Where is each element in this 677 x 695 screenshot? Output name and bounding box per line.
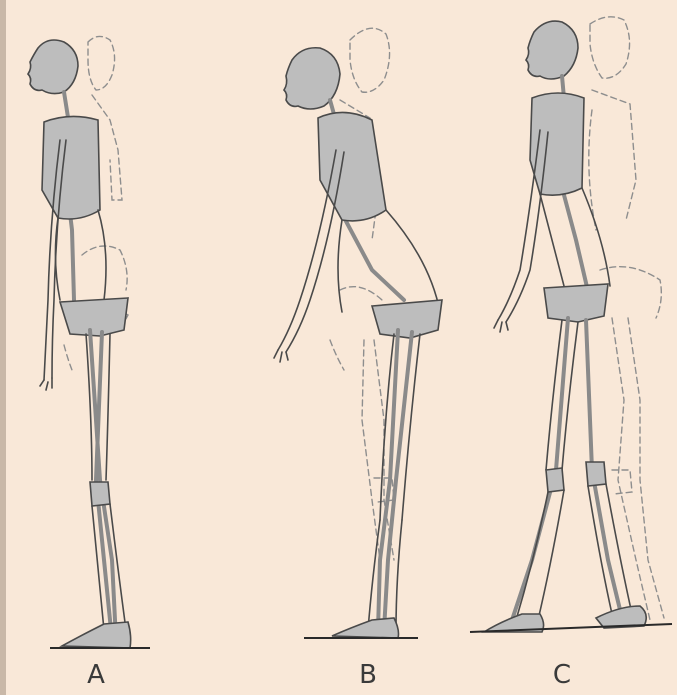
figure-c-ghost-outline (589, 17, 664, 620)
figure-a (28, 36, 150, 648)
figure-c-head (526, 21, 578, 79)
figure-b-label: B (348, 660, 388, 690)
figure-a-head (28, 40, 78, 94)
figure-b-pelvis (372, 300, 442, 338)
figure-c-label: C (542, 660, 582, 690)
figure-c-knee-front (546, 468, 564, 492)
figure-a-ribcage (42, 116, 100, 219)
figure-c-knee-back (586, 462, 606, 486)
figure-a-pelvis (60, 298, 128, 336)
figure-a-foot (62, 622, 131, 648)
figure-b-ribcage (318, 112, 386, 220)
paper-edge (0, 0, 6, 695)
figure-c-pelvis (544, 284, 608, 322)
figure-b (274, 28, 442, 638)
figure-a-knee (90, 482, 110, 506)
figure-b-foot (332, 618, 399, 638)
figure-c (470, 17, 672, 632)
figure-a-label: A (76, 660, 116, 690)
